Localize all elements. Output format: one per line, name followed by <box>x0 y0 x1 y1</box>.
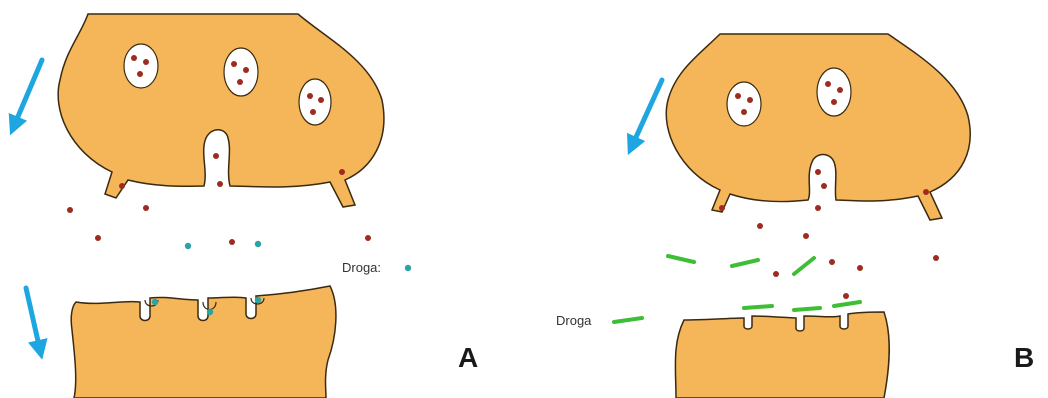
neurotransmitter-dot <box>933 255 939 261</box>
drug-bar <box>732 260 758 266</box>
postsynaptic-terminal-b <box>675 312 889 398</box>
neurotransmitter-dot <box>803 233 809 239</box>
neurotransmitter-dot <box>67 207 73 213</box>
neurotransmitter-dot <box>773 271 779 277</box>
neurotransmitter-dot <box>735 93 741 99</box>
neurotransmitter-dot <box>747 97 753 103</box>
neurotransmitter-dot <box>815 169 821 175</box>
neurotransmitter-dot <box>143 59 149 65</box>
drug-molecules-b <box>614 256 860 322</box>
vesicle <box>124 44 158 88</box>
neurotransmitter-dot <box>757 223 763 229</box>
neurotransmitter-dot <box>837 87 843 93</box>
neurotransmitter-dot <box>131 55 137 61</box>
vesicle <box>727 82 761 126</box>
vesicle <box>299 79 331 125</box>
drug-bar <box>794 308 820 310</box>
neurotransmitter-dot <box>857 265 863 271</box>
arrow-icon <box>632 80 662 146</box>
neurotransmitter-dot <box>825 81 831 87</box>
vesicle <box>817 68 851 116</box>
panel-a <box>14 14 384 398</box>
neurotransmitter-dot <box>231 61 237 67</box>
neurotransmitter-dot <box>843 293 849 299</box>
neurotransmitter-dot <box>318 97 324 103</box>
drug-label-a: Droga: <box>342 260 381 275</box>
panel-b <box>632 34 970 398</box>
neurotransmitter-dot <box>119 183 125 189</box>
neurotransmitter-dot <box>213 153 219 159</box>
neurotransmitter-dot <box>137 71 143 77</box>
neurotransmitter-dot <box>829 259 835 265</box>
neurotransmitter-dot <box>95 235 101 241</box>
drug-dot <box>152 299 158 305</box>
neurotransmitter-dot <box>229 239 235 245</box>
drug-dot <box>185 243 191 249</box>
neurotransmitter-dot <box>719 205 725 211</box>
drug-bar <box>744 306 772 308</box>
neurotransmitter-dot <box>815 205 821 211</box>
drug-dot <box>255 297 261 303</box>
drug-legend-bar <box>614 318 642 322</box>
drug-dot <box>207 309 213 315</box>
neurotransmitter-dot <box>923 189 929 195</box>
neurotransmitter-dot <box>237 79 243 85</box>
neurotransmitter-dot <box>821 183 827 189</box>
drug-label-b: Droga <box>556 313 591 328</box>
neurotransmitter-dot <box>143 205 149 211</box>
neurotransmitter-dot <box>217 181 223 187</box>
drug-legend-dot <box>405 265 411 271</box>
drug-bar <box>668 256 694 262</box>
drug-dot <box>255 241 261 247</box>
drug-bar <box>834 302 860 306</box>
neurotransmitter-dot <box>741 109 747 115</box>
neurotransmitter-dot <box>831 99 837 105</box>
panel-label-b: B <box>1014 342 1034 374</box>
arrow-icon <box>26 288 40 350</box>
panel-label-a: A <box>458 342 478 374</box>
neurotransmitter-dot <box>339 169 345 175</box>
vesicle <box>224 48 258 96</box>
neurotransmitter-dot <box>365 235 371 241</box>
neurotransmitter-dot <box>307 93 313 99</box>
presynaptic-terminal-a <box>58 14 384 207</box>
neurotransmitter-dot <box>243 67 249 73</box>
arrow-icon <box>14 60 42 126</box>
drug-bar <box>794 258 814 274</box>
neurotransmitter-dot <box>310 109 316 115</box>
